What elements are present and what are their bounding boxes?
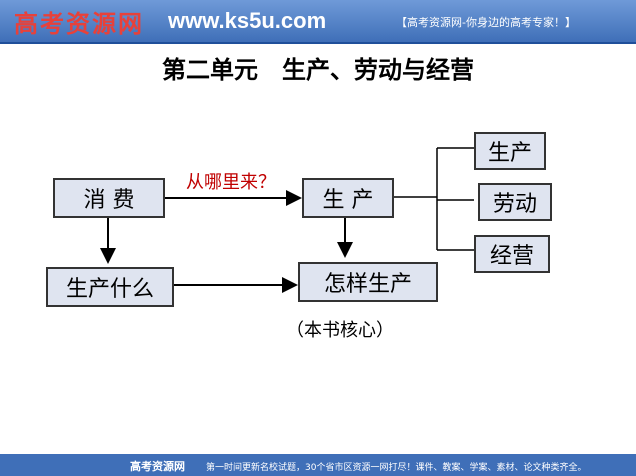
site-url[interactable]: www.ks5u.com	[168, 8, 327, 33]
node-consumption: 消 费	[53, 178, 165, 218]
header-bar	[0, 0, 636, 44]
label-from-where: 从哪里来？	[186, 172, 276, 193]
node-branch-production: 生产	[474, 132, 546, 170]
brand-logo: 高考资源网	[14, 9, 144, 38]
node-production: 生 产	[302, 178, 394, 218]
node-how-to-produce: 怎样生产	[298, 262, 438, 302]
site-tagline: 【高考资源网-你身边的高考专家！】	[396, 16, 576, 29]
footer-brand: 高考资源网	[130, 460, 185, 473]
footer-text: 第一时间更新名校试题，30个省市区资源一网打尽！课件、教案、学案、素材、论文种类…	[206, 463, 587, 473]
footer-bar	[0, 454, 636, 476]
page-title: 第二单元 生产、劳动与经营	[162, 55, 474, 84]
label-core: （本书核心）	[286, 320, 394, 341]
node-branch-management: 经营	[474, 235, 550, 273]
node-branch-labor: 劳动	[478, 183, 552, 221]
node-what-to-produce: 生产什么	[46, 267, 174, 307]
